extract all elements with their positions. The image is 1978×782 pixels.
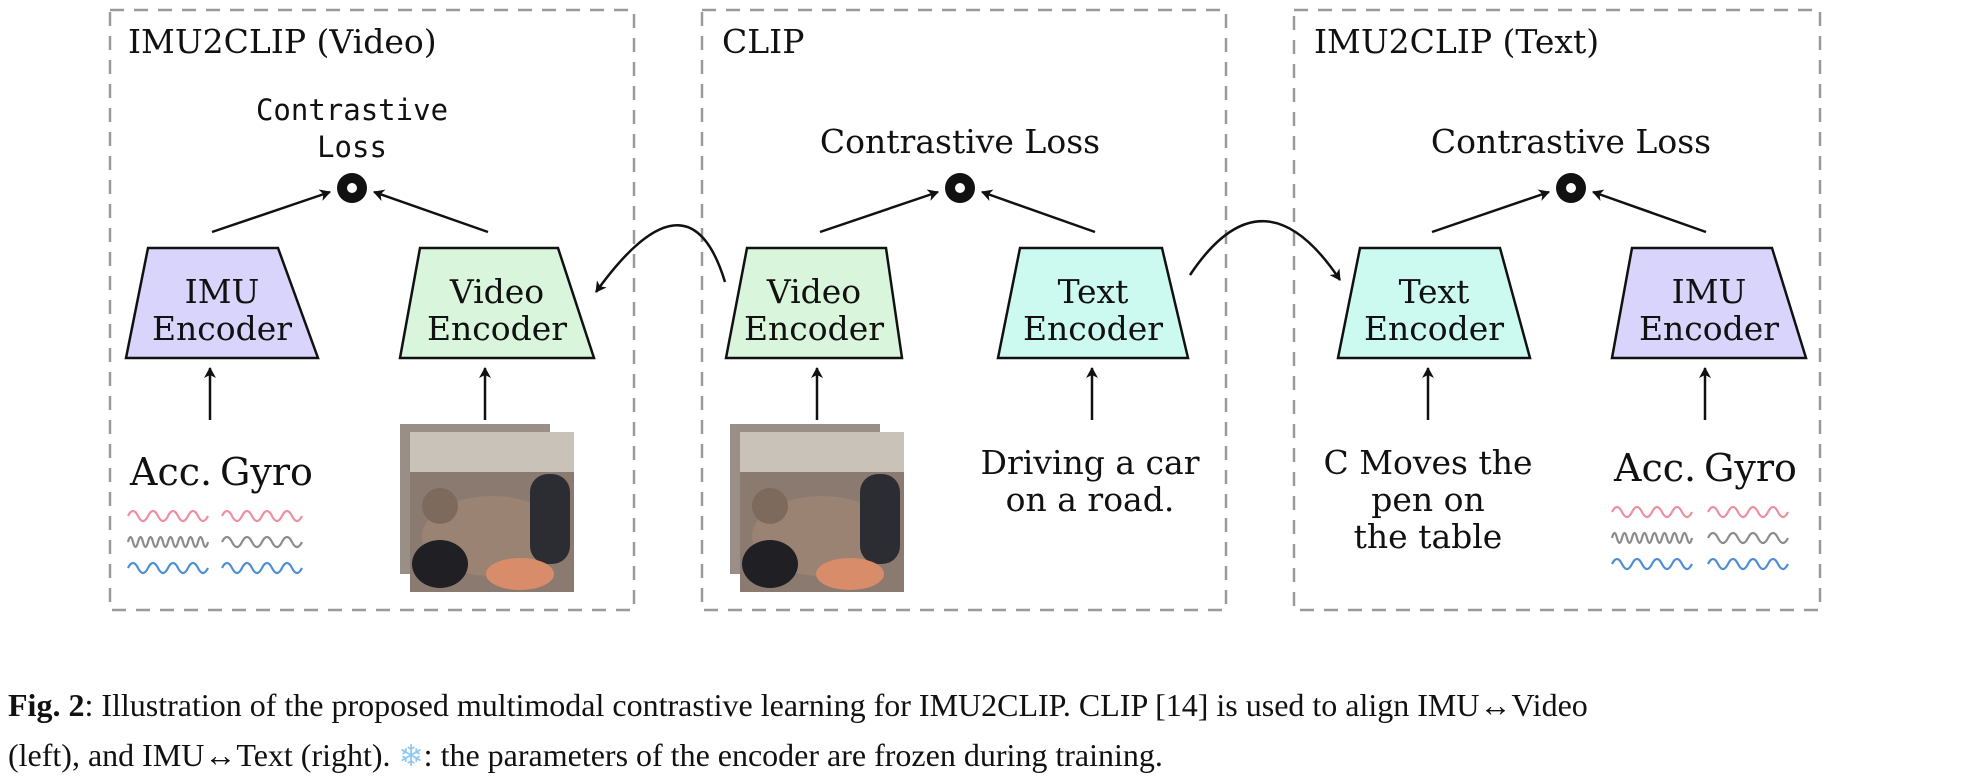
acc-label: Acc. xyxy=(1614,446,1697,490)
loss-node-left xyxy=(337,173,367,203)
figure: IMU2CLIP (Video) CLIP IMU2CLIP (Text) Co… xyxy=(108,8,1822,612)
panel-title-right: IMU2CLIP (Text) xyxy=(1314,22,1600,61)
figure-caption: Fig. 2: Illustration of the proposed mul… xyxy=(8,680,1970,782)
figure-number: Fig. 2 xyxy=(8,687,85,723)
text-encoder-right xyxy=(1336,246,1532,360)
snowflake-icon: ❄ xyxy=(398,740,424,773)
acc-label: Acc. xyxy=(130,450,213,494)
panel-middle-border xyxy=(700,8,1228,612)
caption-line-2: (left), and IMU↔Text (right). ❄: the par… xyxy=(8,730,1970,782)
panel-title-left: IMU2CLIP (Video) xyxy=(128,22,437,61)
loss-node-middle xyxy=(945,173,975,203)
arrow-text-to-loss xyxy=(981,189,1096,234)
loss-label-right: Contrastive Loss xyxy=(1430,122,1712,161)
arrow-imu-to-loss xyxy=(211,189,331,234)
gyro-label: Gyro xyxy=(1704,446,1797,490)
panel-right-border xyxy=(1292,8,1822,612)
loss-label-middle: Contrastive Loss xyxy=(819,122,1101,161)
caption-line-1: Fig. 2: Illustration of the proposed mul… xyxy=(8,687,1588,723)
gyro-label: Gyro xyxy=(220,450,313,494)
text-encoder-middle xyxy=(996,246,1190,360)
arrow-clip-text-to-right xyxy=(1188,220,1342,281)
imu-signal-waves-right xyxy=(1610,505,1790,571)
imu-encoder-right xyxy=(1610,246,1808,360)
video-frames-thumbnail xyxy=(730,424,904,592)
imu-signal-waves-left xyxy=(126,509,304,575)
arrow-video-to-loss xyxy=(373,189,489,234)
arrow-text-to-loss xyxy=(1431,189,1550,234)
panel-left-border xyxy=(108,8,636,612)
video-encoder-left xyxy=(398,246,596,360)
video-frames-thumbnail xyxy=(400,424,574,592)
video-encoder-middle xyxy=(724,246,904,360)
arrow-video-to-loss xyxy=(819,189,939,234)
panel-title-middle: CLIP xyxy=(722,22,805,61)
loss-node-right xyxy=(1556,173,1586,203)
arrow-clip-video-to-left xyxy=(594,224,727,293)
imu-encoder-left xyxy=(124,246,320,360)
arrow-imu-to-loss xyxy=(1592,189,1707,234)
